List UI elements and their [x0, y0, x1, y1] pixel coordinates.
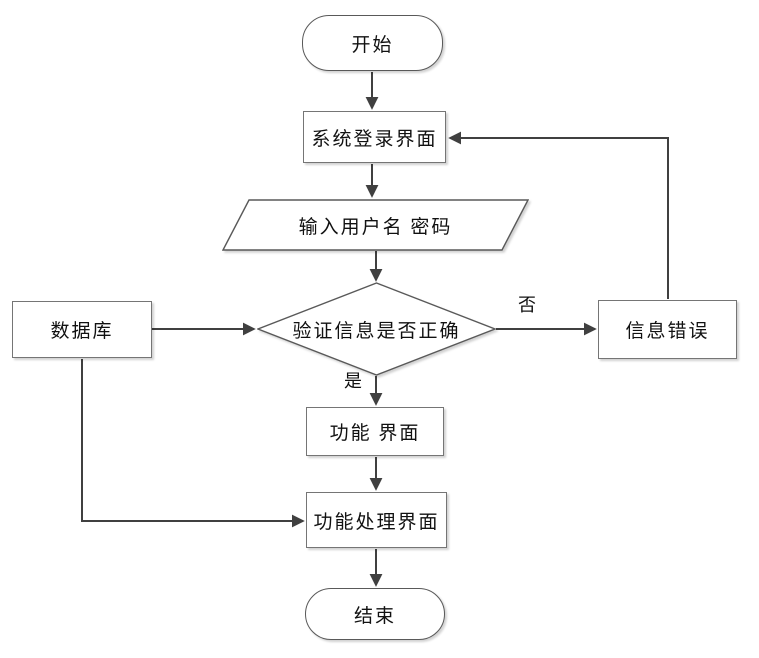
diamond-shape [257, 282, 496, 376]
node-label: 开始 [351, 34, 394, 56]
node-database: 数据库 [12, 301, 152, 358]
node-label: 验证信息是否正确 [292, 320, 461, 342]
node-function-screen: 功能 界面 [306, 407, 444, 456]
node-label: 系统登录界面 [311, 128, 438, 150]
node-label: 数据库 [50, 321, 114, 342]
node-label: 结束 [353, 605, 396, 627]
node-login-screen: 系统登录界面 [303, 111, 446, 163]
node-end: 结束 [305, 588, 445, 640]
edge-database-to-function-process [81, 359, 305, 528]
edge-error-to-login [448, 131, 669, 299]
parallelogram-shape [222, 199, 529, 251]
node-input-credentials: 输入用户名 密码 [222, 199, 529, 251]
edge-label-no: 否 [518, 295, 536, 315]
node-label: 功能 界面 [329, 423, 421, 444]
node-verify-info: 验证信息是否正确 [257, 282, 496, 376]
node-function-process-screen: 功能处理界面 [306, 492, 447, 548]
node-start: 开始 [302, 15, 443, 71]
edge-label-yes: 是 [344, 371, 362, 391]
node-info-error: 信息错误 [598, 300, 737, 359]
node-label: 功能处理界面 [313, 511, 440, 533]
node-label: 输入用户名 密码 [298, 216, 453, 238]
node-label: 信息错误 [625, 321, 710, 342]
